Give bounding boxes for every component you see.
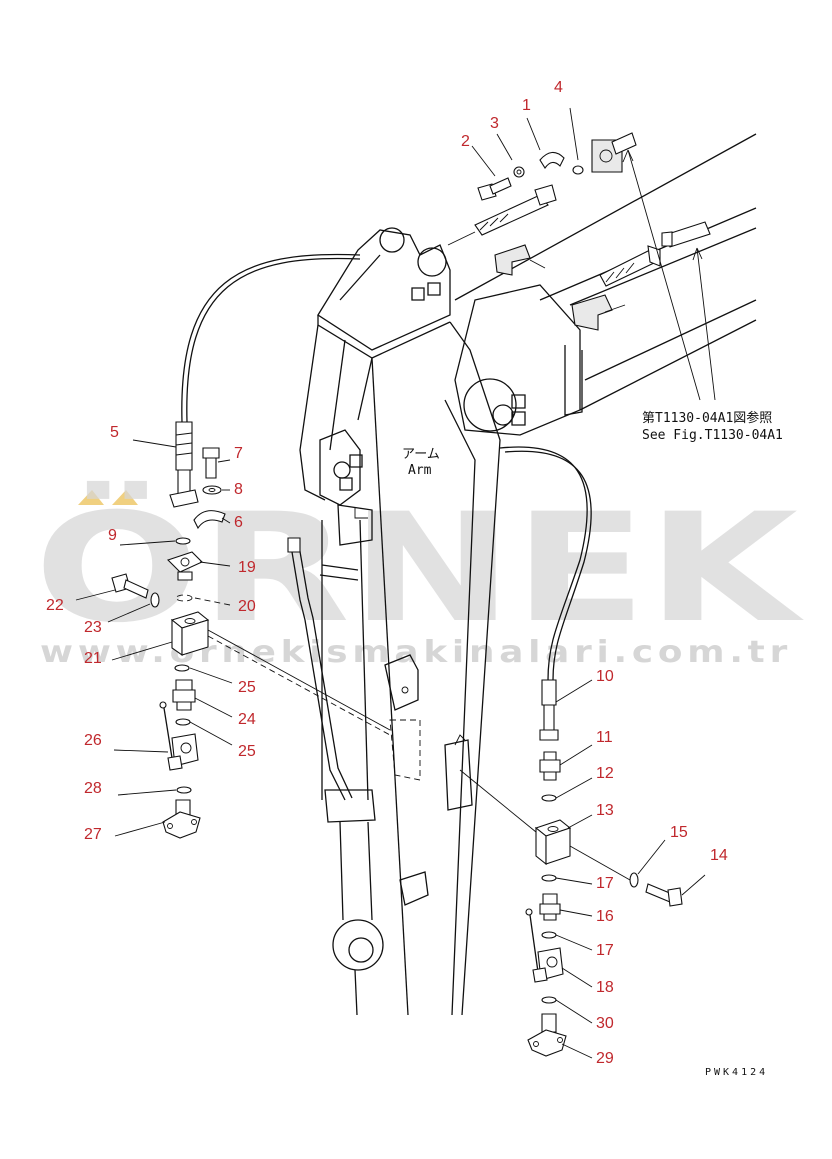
callout-8[interactable]: 8 [234, 481, 243, 498]
callout-20[interactable]: 20 [238, 598, 256, 615]
callout-26[interactable]: 26 [84, 732, 102, 749]
watermark: ÖRNEK www.ornekismakinalari.com.tr [34, 480, 804, 670]
top-parts [477, 151, 584, 201]
callout-7[interactable]: 7 [234, 445, 243, 462]
right-parts-column [525, 679, 683, 1057]
callout-29[interactable]: 29 [596, 1050, 614, 1067]
callout-15[interactable]: 15 [670, 824, 688, 841]
callout-3[interactable]: 3 [490, 115, 499, 132]
leader-lines [75, 107, 716, 1059]
callout-22[interactable]: 22 [46, 597, 64, 614]
callout-4[interactable]: 4 [554, 79, 563, 96]
callout-27[interactable]: 27 [84, 826, 102, 843]
callout-28[interactable]: 28 [84, 780, 102, 797]
callout-18[interactable]: 18 [596, 979, 614, 996]
arm-label-en: Arm [408, 463, 432, 478]
watermark-brand: ÖRNEK [34, 480, 804, 656]
reference-note-jp: 第T1130-04A1図参照 [642, 410, 772, 426]
watermark-url: www.ornekismakinalari.com.tr [40, 635, 792, 670]
callout-2[interactable]: 2 [461, 133, 470, 150]
callout-16[interactable]: 16 [596, 908, 614, 925]
callout-21[interactable]: 21 [84, 650, 102, 667]
callout-numbers: 1 2 3 4 5 7 8 6 9 19 22 20 23 21 25 24 2… [46, 79, 728, 1067]
callout-1[interactable]: 1 [522, 97, 531, 114]
callout-14[interactable]: 14 [710, 847, 728, 864]
arm-label-jp: アーム [402, 447, 440, 462]
hoses [181, 253, 592, 681]
reference-note-en: See Fig.T1130-04A1 [642, 428, 783, 443]
callout-25-lower[interactable]: 25 [238, 743, 256, 760]
pins-group [474, 132, 711, 331]
callout-30[interactable]: 30 [596, 1015, 614, 1032]
arm-structure [287, 133, 757, 1016]
callout-5[interactable]: 5 [110, 424, 119, 441]
callout-17-lower[interactable]: 17 [596, 942, 614, 959]
callout-9[interactable]: 9 [108, 527, 117, 544]
watermark-accent-left [78, 490, 104, 505]
callout-11[interactable]: 11 [596, 729, 613, 746]
callout-13[interactable]: 13 [596, 802, 614, 819]
labels: アーム Arm 第T1130-04A1図参照 See Fig.T1130-04A… [402, 410, 783, 1078]
callout-17-upper[interactable]: 17 [596, 875, 614, 892]
callout-6[interactable]: 6 [234, 514, 243, 531]
drawing-code: PWK4124 [705, 1067, 768, 1078]
watermark-accent-right [112, 490, 138, 505]
left-parts-column [111, 421, 226, 839]
callout-12[interactable]: 12 [596, 765, 614, 782]
callout-10[interactable]: 10 [596, 668, 614, 685]
callout-19[interactable]: 19 [238, 559, 256, 576]
callout-25-upper[interactable]: 25 [238, 679, 256, 696]
callout-24[interactable]: 24 [238, 711, 256, 728]
callout-23[interactable]: 23 [84, 619, 102, 636]
